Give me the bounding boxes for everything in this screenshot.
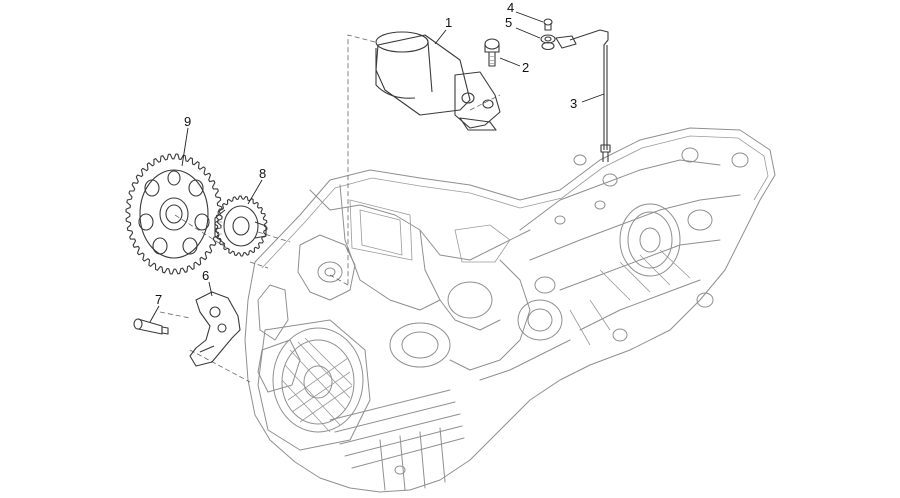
engine-crankcase xyxy=(244,127,776,493)
starter-motor xyxy=(375,31,501,131)
callout-5: 5 xyxy=(505,15,512,30)
starter-cable xyxy=(555,29,611,162)
terminal-washer xyxy=(540,34,556,51)
starter-ring-gear xyxy=(125,153,223,275)
leader-5 xyxy=(515,27,541,39)
callout-6: 6 xyxy=(202,268,209,283)
terminal-screw xyxy=(543,18,553,31)
callout-9: 9 xyxy=(184,114,191,129)
leader-2 xyxy=(499,57,521,67)
assembly-dashed-lines xyxy=(159,34,501,383)
support-bracket xyxy=(189,291,241,367)
callout-8: 8 xyxy=(259,166,266,181)
callouts: 1 2 3 4 5 6 7 8 9 xyxy=(149,0,605,323)
callout-3: 3 xyxy=(570,96,577,111)
idler-gear xyxy=(214,195,268,257)
leader-1 xyxy=(434,29,447,45)
leader-8 xyxy=(247,179,263,205)
leader-9 xyxy=(181,127,189,167)
starter-bolt xyxy=(484,38,500,67)
callout-4: 4 xyxy=(507,0,514,15)
callout-7: 7 xyxy=(155,292,162,307)
callout-1: 1 xyxy=(445,15,452,30)
leader-4 xyxy=(515,11,544,23)
leader-6 xyxy=(208,281,213,297)
leader-3 xyxy=(581,93,605,103)
pin-bolt xyxy=(133,318,169,335)
callout-2: 2 xyxy=(522,60,529,75)
leader-7 xyxy=(149,305,160,323)
